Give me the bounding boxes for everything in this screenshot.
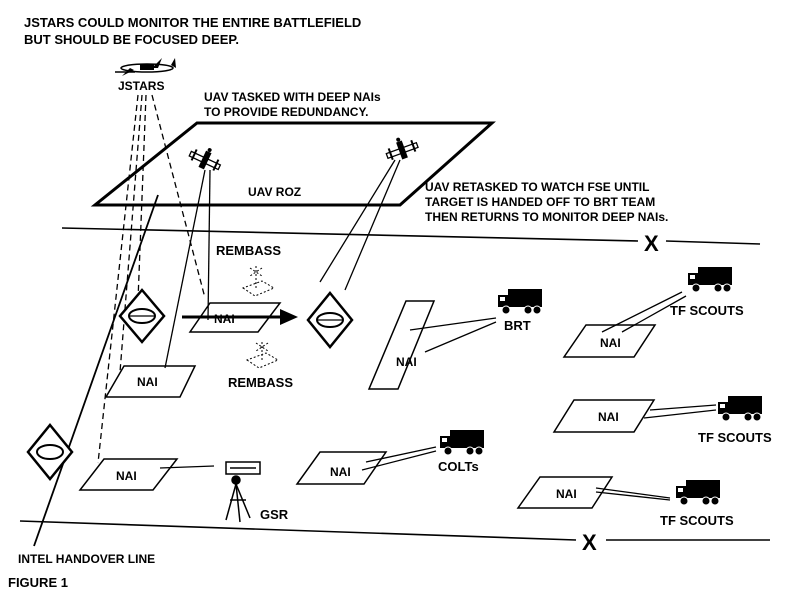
intel-diamond-symbol-3	[26, 423, 74, 481]
intel-diamond-symbol-1	[118, 288, 166, 344]
rembass-sensor-top-icon	[241, 265, 276, 297]
uav-deep-note-line2: TO PROVIDE REDUNDANCY.	[204, 105, 368, 119]
uav-retask-note-line3: THEN RETURNS TO MONITOR DEEP NAIs.	[425, 210, 668, 224]
brt-truck-icon	[498, 289, 542, 315]
colts-label: COLTs	[438, 459, 479, 474]
close-boundary-x: X	[582, 530, 597, 555]
tf-scouts-label-3: TF SCOUTS	[660, 513, 734, 528]
nai-area-4: NAI	[562, 324, 657, 358]
jstars-aircraft-icon	[115, 58, 176, 76]
uav-retask-note-line2: TARGET IS HANDED OFF TO BRT TEAM	[425, 195, 655, 209]
colts-truck-icon	[440, 430, 484, 456]
jstars-note-line1: JSTARS COULD MONITOR THE ENTIRE BATTLEFI…	[24, 15, 361, 30]
nai-area-6: NAI	[78, 458, 179, 491]
uav-2-icon	[385, 137, 419, 161]
tf-scouts-truck-2-icon	[718, 396, 762, 422]
observer-sight-lines	[159, 291, 717, 501]
nai-label: NAI	[137, 375, 158, 389]
nai-label: NAI	[556, 487, 577, 501]
nai-area-7: NAI	[295, 451, 388, 485]
nai-area-5: NAI	[552, 399, 656, 433]
jstars-coverage-lines	[97, 94, 206, 464]
nai-area-1: NAI	[188, 302, 282, 333]
movement-arrow	[182, 309, 298, 325]
jstars-note-line2: BUT SHOULD BE FOCUSED DEEP.	[24, 32, 239, 47]
uav-roz-area	[90, 121, 496, 207]
gsr-label: GSR	[260, 507, 289, 522]
gsr-radar-icon	[225, 461, 261, 523]
brt-label: BRT	[504, 318, 531, 333]
uav-deep-note-line1: UAV TASKED WITH DEEP NAIs	[204, 90, 381, 104]
nai-label: NAI	[330, 465, 351, 479]
tf-scouts-truck-3-icon	[676, 480, 720, 506]
uav-roz-label: UAV ROZ	[248, 185, 301, 199]
tf-scouts-label-2: TF SCOUTS	[698, 430, 772, 445]
uav-1-icon	[188, 148, 222, 171]
jstars-label: JSTARS	[118, 79, 164, 93]
nai-area-8: NAI	[516, 476, 614, 509]
tf-scouts-truck-1-icon	[688, 267, 732, 293]
uav-retask-note-line1: UAV RETASKED TO WATCH FSE UNTIL	[425, 180, 649, 194]
nai-label: NAI	[396, 355, 417, 369]
rembass-label-bottom: REMBASS	[228, 375, 293, 390]
figure-label: FIGURE 1	[8, 575, 68, 590]
uav-coverage-lines	[164, 159, 401, 369]
deep-boundary-x: X	[644, 231, 659, 256]
intel-diamond-symbol-2	[306, 291, 354, 349]
nai-area-2: NAI	[104, 365, 197, 398]
nai-label: NAI	[116, 469, 137, 483]
nai-area-3: NAI	[367, 300, 436, 390]
rembass-sensor-bottom-icon	[245, 340, 280, 369]
intel-handover-label: INTEL HANDOVER LINE	[18, 552, 155, 566]
close-boundary-line-left	[19, 520, 577, 541]
tf-scouts-label-1: TF SCOUTS	[670, 303, 744, 318]
nai-label: NAI	[214, 312, 235, 326]
rembass-label-top: REMBASS	[216, 243, 281, 258]
nai-label: NAI	[600, 336, 621, 350]
intel-handover-line	[33, 194, 159, 547]
deep-boundary-line-right	[665, 240, 761, 245]
deep-boundary-line-left	[61, 227, 639, 242]
nai-label: NAI	[598, 410, 619, 424]
